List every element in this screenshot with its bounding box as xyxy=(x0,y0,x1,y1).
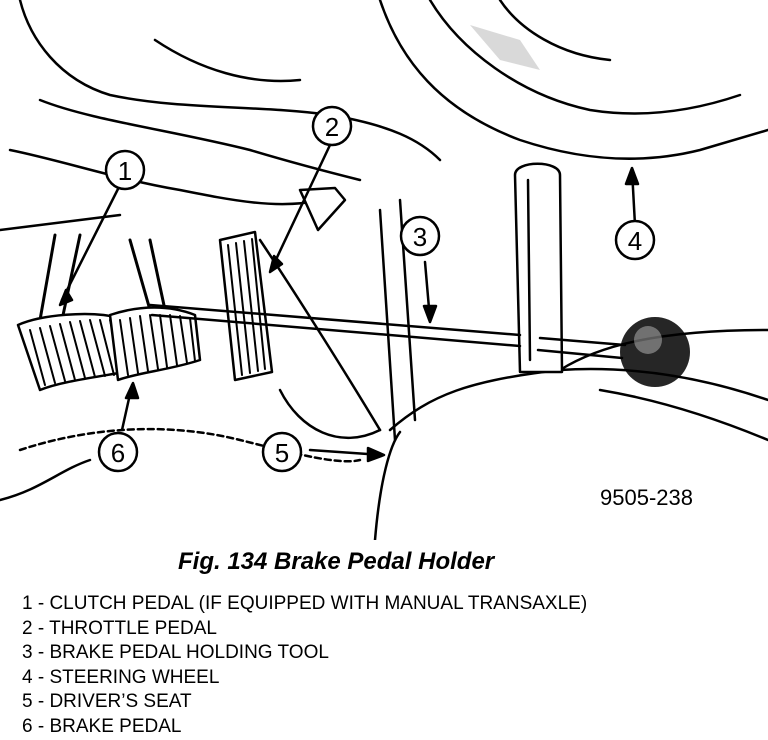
legend-item: 1 - CLUTCH PEDAL (IF EQUIPPED WITH MANUA… xyxy=(22,593,588,614)
brake-pedal-holding-tool xyxy=(148,162,690,387)
figure-title: Fig. 134 Brake Pedal Holder xyxy=(178,548,495,575)
svg-text:5: 5 xyxy=(275,438,289,468)
clutch-pedal xyxy=(16,233,127,392)
dashboard-outline xyxy=(0,0,442,232)
callout-2: 2 xyxy=(311,105,353,147)
callout-1: 1 xyxy=(104,149,146,191)
legend-item: 6 - BRAKE PEDAL xyxy=(22,715,182,737)
callout-6: 6 xyxy=(97,431,139,473)
legend-item: 2 - THROTTLE PEDAL xyxy=(22,617,217,639)
callout-5: 5 xyxy=(261,431,303,473)
callout-leaders xyxy=(58,143,640,463)
callout-3: 3 xyxy=(399,215,441,257)
legend-item: 4 - STEERING WHEEL xyxy=(22,666,220,688)
figure-code: 9505-238 xyxy=(600,485,693,510)
steering-wheel xyxy=(378,0,768,160)
legend-list: 1 - CLUTCH PEDAL (IF EQUIPPED WITH MANUA… xyxy=(22,592,587,739)
throttle-pedal xyxy=(218,230,274,382)
svg-text:2: 2 xyxy=(325,112,339,142)
svg-text:3: 3 xyxy=(413,222,427,252)
legend-item: 3 - BRAKE PEDAL HOLDING TOOL xyxy=(22,642,329,663)
legend-item: 5 - DRIVER’S SEAT xyxy=(22,691,192,712)
svg-text:1: 1 xyxy=(118,156,132,186)
svg-text:4: 4 xyxy=(628,226,642,256)
pedal-illustration: 1 2 3 4 5 6 xyxy=(0,0,768,540)
brake-pedal xyxy=(108,238,202,382)
callout-4: 4 xyxy=(614,219,656,261)
svg-text:6: 6 xyxy=(111,438,125,468)
